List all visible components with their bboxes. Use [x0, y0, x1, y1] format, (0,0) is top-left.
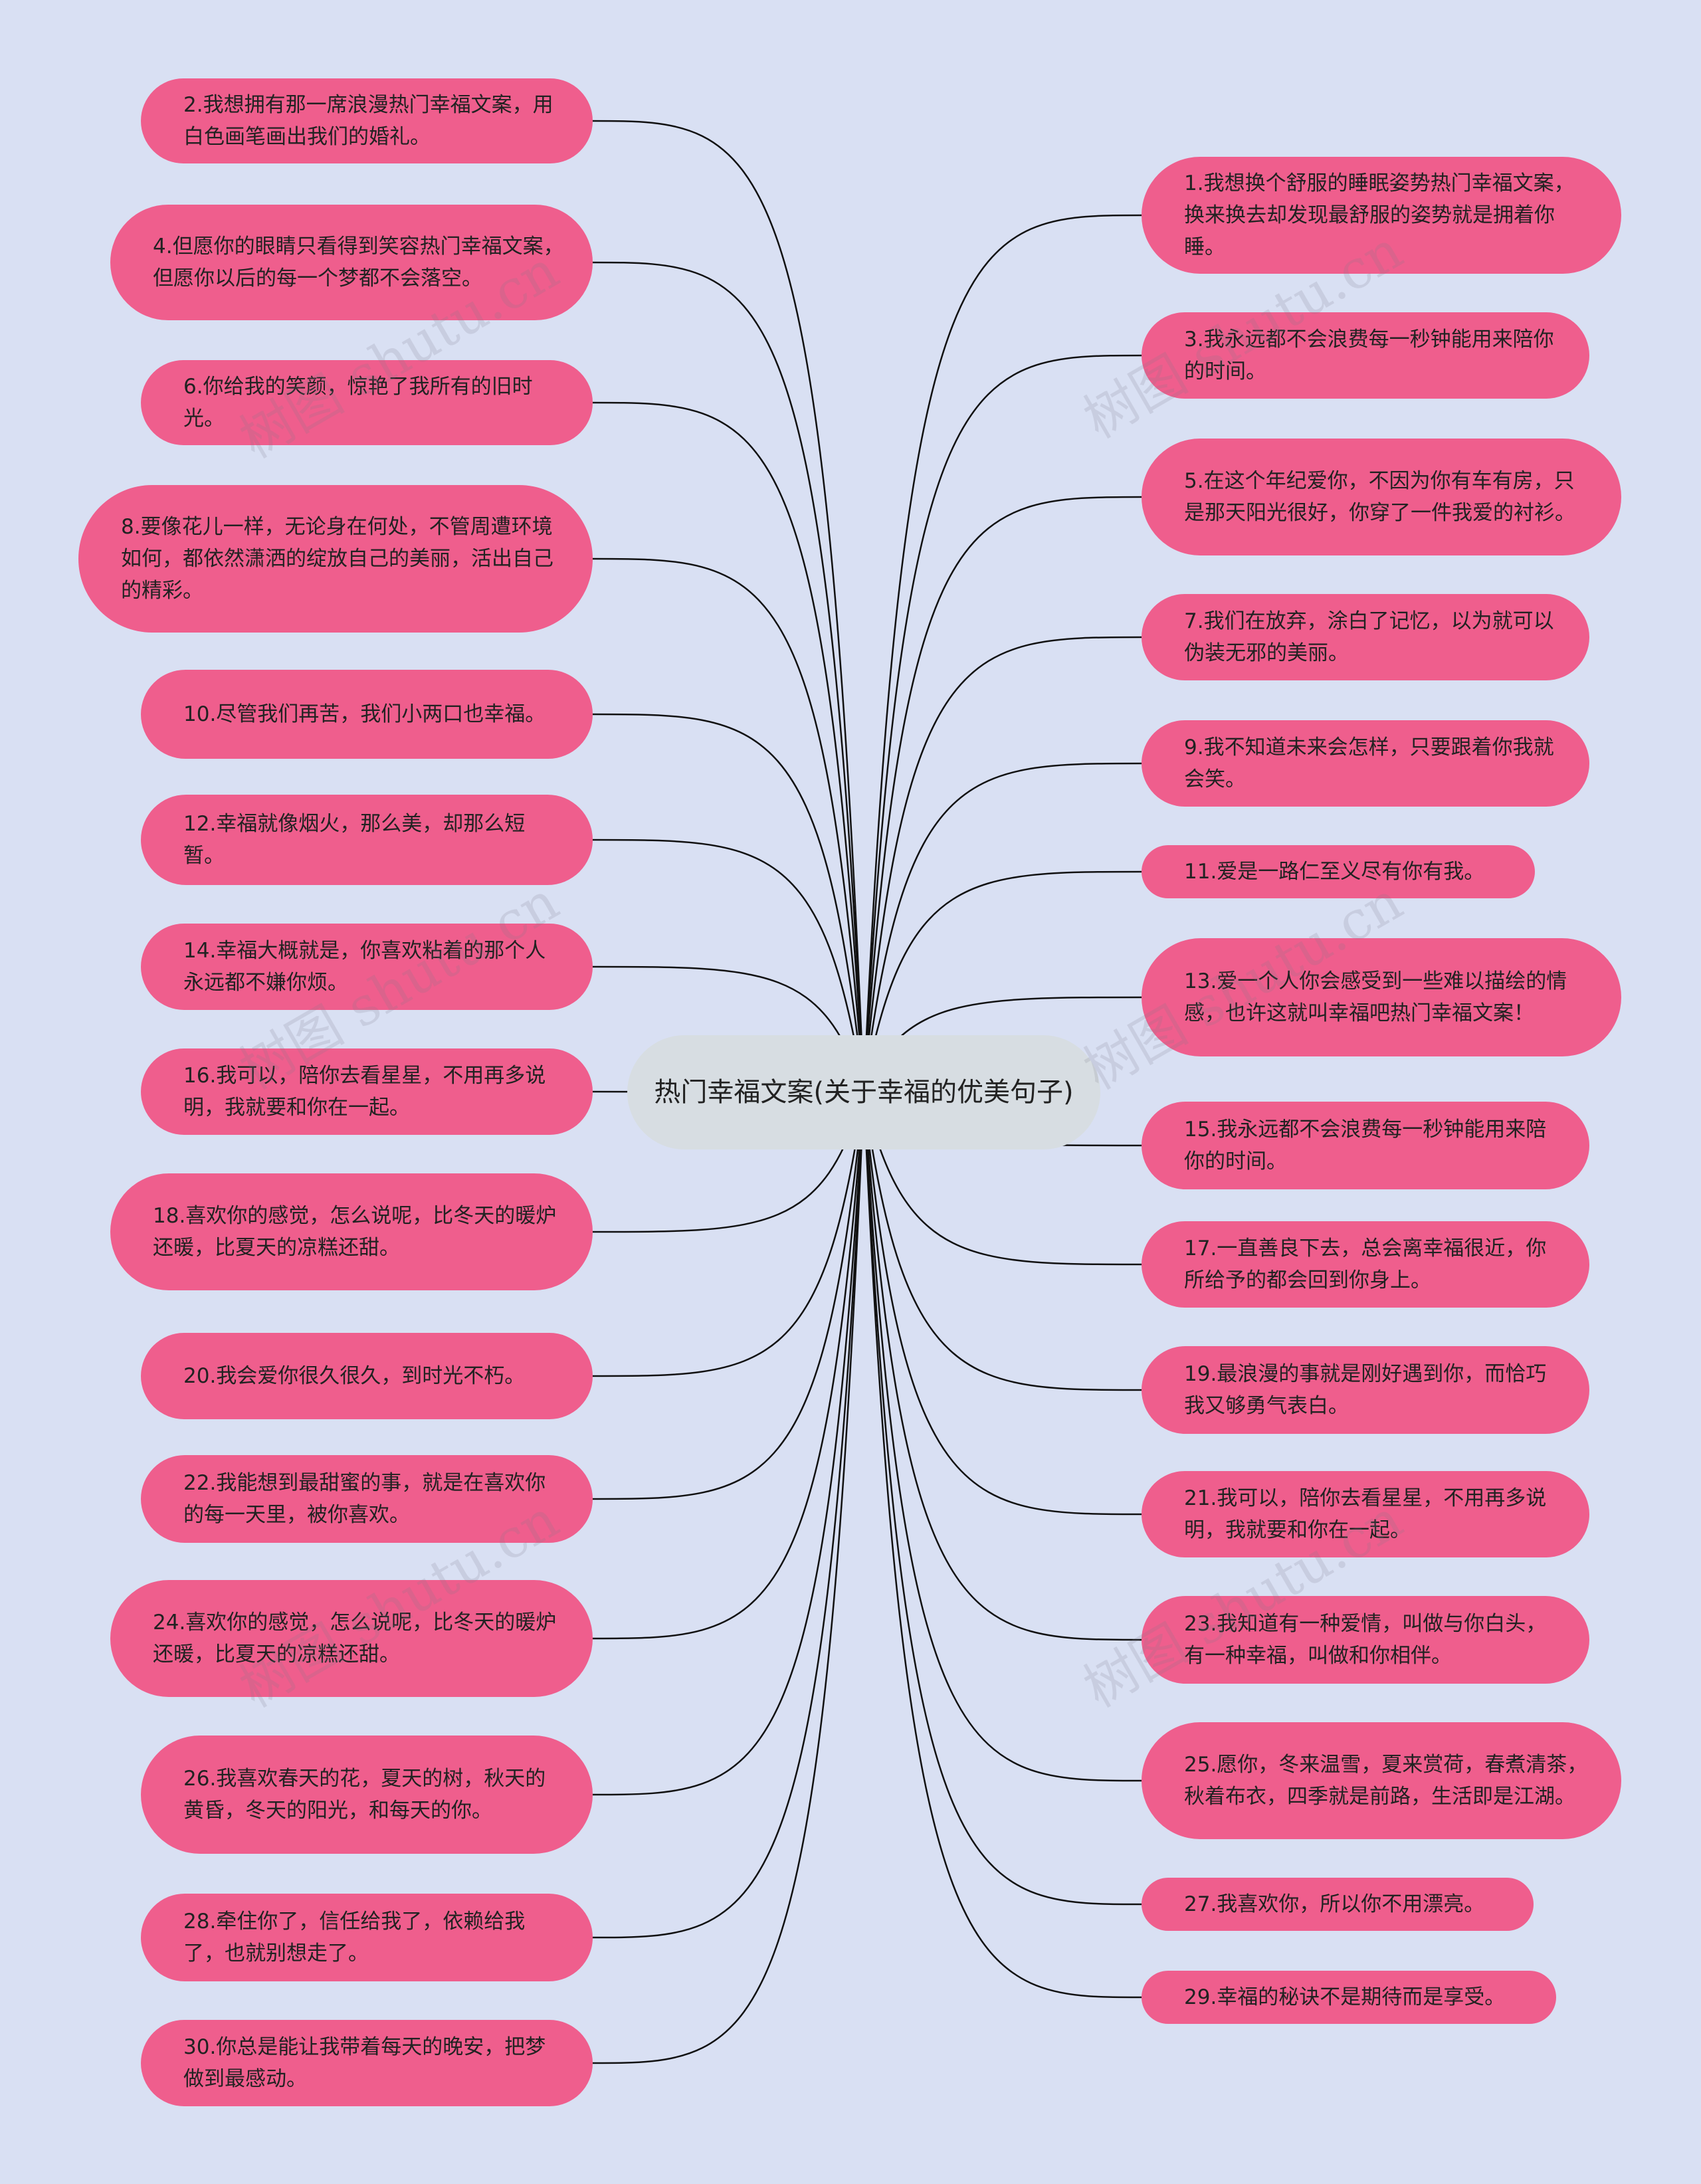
branch-node-left-14[interactable]: 28.牵住你了，信任给我了，依赖给我了，也就别想走了。 — [141, 1894, 593, 1981]
branch-node-left-15[interactable]: 30.你总是能让我带着每天的晚安，把梦做到最感动。 — [141, 2020, 593, 2106]
connector-left-1 — [592, 120, 865, 1093]
branch-node-right-1[interactable]: 1.我想换个舒服的睡眠姿势热门幸福文案，换来换去却发现最舒服的姿势就是拥着你睡。 — [1142, 157, 1621, 274]
branch-node-right-3[interactable]: 5.在这个年纪爱你，不因为你有车有房，只是那天阳光很好，你穿了一件我爱的衬衫。 — [1142, 439, 1621, 555]
branch-node-left-12[interactable]: 24.喜欢你的感觉，怎么说呢，比冬天的暖炉还暖，比夏天的凉糕还甜。 — [110, 1580, 593, 1697]
connector-left-3 — [592, 401, 865, 1093]
branch-node-left-4[interactable]: 8.要像花儿一样，无论身在何处，不管周遭环境如何，都依然潇洒的绽放自己的美丽，活… — [78, 485, 593, 633]
branch-node-left-8[interactable]: 16.我可以，陪你去看星星，不用再多说明，我就要和你在一起。 — [141, 1048, 593, 1135]
branch-node-right-11[interactable]: 21.我可以，陪你去看星星，不用再多说明，我就要和你在一起。 — [1142, 1471, 1589, 1557]
branch-node-left-3[interactable]: 6.你给我的笑颜，惊艳了我所有的旧时光。 — [141, 360, 593, 445]
connector-right-6 — [862, 870, 1142, 1093]
connector-left-15 — [592, 1092, 865, 2064]
branch-node-right-15[interactable]: 29.幸福的秘诀不是期待而是享受。 — [1142, 1971, 1556, 2024]
branch-node-right-8[interactable]: 15.我永远都不会浪费每一秒钟能用来陪你的时间。 — [1142, 1102, 1589, 1189]
connector-left-13 — [592, 1092, 865, 1796]
connector-right-13 — [862, 1092, 1142, 1782]
branch-node-right-14[interactable]: 27.我喜欢你，所以你不用漂亮。 — [1142, 1878, 1534, 1931]
connector-right-14 — [862, 1092, 1142, 1906]
branch-node-right-4[interactable]: 7.我们在放弃，涂白了记忆，以为就可以伪装无邪的美丽。 — [1142, 594, 1589, 680]
branch-node-left-11[interactable]: 22.我能想到最甜蜜的事，就是在喜欢你的每一天里，被你喜欢。 — [141, 1455, 593, 1543]
connector-left-5 — [592, 713, 865, 1093]
connector-left-11 — [592, 1092, 865, 1500]
branch-node-left-6[interactable]: 12.幸福就像烟火，那么美，却那么短暂。 — [141, 795, 593, 885]
branch-node-left-7[interactable]: 14.幸福大概就是，你喜欢粘着的那个人永远都不嫌你烦。 — [141, 924, 593, 1010]
connector-right-1 — [862, 214, 1142, 1093]
connector-right-5 — [862, 762, 1142, 1093]
connector-right-11 — [862, 1092, 1142, 1516]
branch-node-right-9[interactable]: 17.一直善良下去，总会离幸福很近，你所给予的都会回到你身上。 — [1142, 1221, 1589, 1308]
branch-node-right-5[interactable]: 9.我不知道未来会怎样，只要跟着你我就会笑。 — [1142, 720, 1589, 807]
branch-node-right-6[interactable]: 11.爱是一路仁至义尽有你有我。 — [1142, 845, 1535, 898]
connector-right-2 — [862, 354, 1142, 1093]
connector-right-10 — [862, 1092, 1142, 1391]
connector-right-3 — [862, 496, 1142, 1093]
connector-right-15 — [862, 1092, 1142, 1999]
branch-node-left-2[interactable]: 4.但愿你的眼睛只看得到笑容热门幸福文案，但愿你以后的每一个梦都不会落空。 — [110, 205, 593, 320]
branch-node-right-2[interactable]: 3.我永远都不会浪费每一秒钟能用来陪你的时间。 — [1142, 312, 1589, 399]
branch-node-left-10[interactable]: 20.我会爱你很久很久，到时光不朽。 — [141, 1333, 593, 1419]
branch-node-left-1[interactable]: 2.我想拥有那一席浪漫热门幸福文案，用白色画笔画出我们的婚礼。 — [141, 78, 593, 163]
connector-right-12 — [862, 1092, 1142, 1641]
branch-node-right-7[interactable]: 13.爱一个人你会感受到一些难以描绘的情感，也许这就叫幸福吧热门幸福文案！ — [1142, 938, 1621, 1056]
branch-node-right-13[interactable]: 25.愿你，冬来温雪，夏来赏荷，春煮清茶，秋着布衣，四季就是前路，生活即是江湖。 — [1142, 1722, 1621, 1839]
branch-node-right-12[interactable]: 23.我知道有一种爱情，叫做与你白头，有一种幸福，叫做和你相伴。 — [1142, 1596, 1589, 1684]
connector-left-6 — [592, 839, 865, 1093]
connector-right-9 — [862, 1092, 1142, 1266]
connector-left-12 — [592, 1092, 865, 1640]
branch-node-left-5[interactable]: 10.尽管我们再苦，我们小两口也幸福。 — [141, 670, 593, 759]
central-topic[interactable]: 热门幸福文案(关于幸福的优美句子) — [627, 1035, 1100, 1149]
connector-left-10 — [592, 1092, 865, 1377]
branch-node-left-9[interactable]: 18.喜欢你的感觉，怎么说呢，比冬天的暖炉还暖，比夏天的凉糕还甜。 — [110, 1173, 593, 1290]
connector-left-14 — [592, 1092, 865, 1939]
connector-left-4 — [592, 557, 865, 1093]
connector-right-4 — [862, 636, 1142, 1093]
connector-left-2 — [592, 261, 865, 1093]
branch-node-left-13[interactable]: 26.我喜欢春天的花，夏天的树，秋天的黄昏，冬天的阳光，和每天的你。 — [141, 1736, 593, 1854]
branch-node-right-10[interactable]: 19.最浪漫的事就是刚好遇到你，而恰巧我又够勇气表白。 — [1142, 1346, 1589, 1434]
